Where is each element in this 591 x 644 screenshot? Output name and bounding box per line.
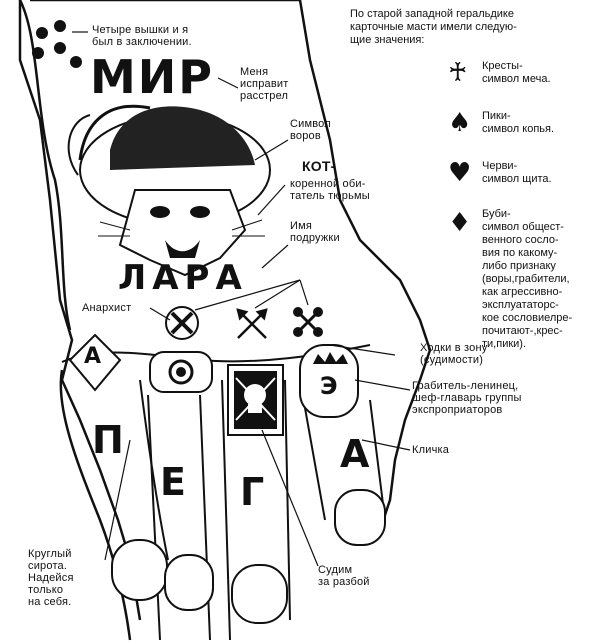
dot-2 [54, 20, 66, 32]
tattoo-word-lara: ЛАРА [118, 258, 248, 298]
cross-icon: ♰ [448, 58, 468, 88]
label-mir: Меня исправит расстрел [240, 66, 289, 102]
trefoil-cross-tattoo [293, 307, 323, 337]
ring-skull [227, 364, 284, 436]
label-khodki: Ходки в зону (судимости) [420, 342, 488, 366]
finger-letter-2: Е [160, 460, 186, 504]
leader-lines [72, 31, 411, 567]
dot-5 [70, 56, 82, 68]
label-kot-title: КОТ- [302, 158, 336, 174]
label-klichka: Кличка [412, 444, 450, 456]
suit-cross-text: Кресты- символ меча. [482, 60, 551, 85]
ring-letter: А [84, 344, 102, 369]
heart-icon: ♥ [448, 158, 472, 188]
dot-4 [54, 42, 66, 54]
dot-3 [32, 47, 44, 59]
diamond-icon: ♦ [448, 208, 472, 238]
label-sudim: Судим за разбой [318, 564, 370, 588]
ring-circle [149, 351, 213, 393]
anarchist-x-tattoo [165, 306, 199, 340]
ring-crown [299, 344, 359, 418]
label-imya: Имя подружки [290, 220, 340, 244]
finger-letter-4: А [340, 432, 370, 476]
crossed-arrows-tattoo [236, 308, 268, 339]
cat-in-hat-tattoo [67, 104, 271, 277]
suit-diamond-text: Буби- символ общест- венного сосло- вия … [482, 208, 573, 350]
nail-2 [164, 554, 214, 611]
label-anarchist: Анархист [82, 302, 132, 314]
tattoo-word-mir: МИР [90, 50, 214, 104]
ring-crown-letter: Э [320, 372, 338, 400]
ring-diamond [68, 333, 122, 392]
nail-4 [334, 489, 386, 546]
finger-letter-1: П [92, 418, 124, 462]
label-vory: Символ воров [290, 118, 331, 142]
suit-legend-intro: По старой западной геральдике карточные … [350, 8, 517, 46]
dot-1 [36, 27, 48, 39]
nail-3 [231, 564, 288, 624]
suit-heart-text: Черви- символ щита. [482, 160, 552, 185]
label-stars: Четыре вышки и я был в заключении. [92, 24, 192, 48]
finger-letter-3: Г [240, 470, 265, 514]
label-sirota: Круглый сирота. Надейся только на себя. [28, 548, 74, 608]
label-grabitel: Грабитель-ленинец, шеф-главарь группы эк… [412, 380, 522, 416]
label-kot-text: коренной оби- татель тюрьмы [290, 178, 370, 202]
finger-pinky-outline [59, 369, 132, 641]
suit-spade-text: Пики- символ копья. [482, 110, 555, 135]
nail-1 [111, 539, 168, 601]
spade-icon: ♠ [448, 108, 472, 138]
